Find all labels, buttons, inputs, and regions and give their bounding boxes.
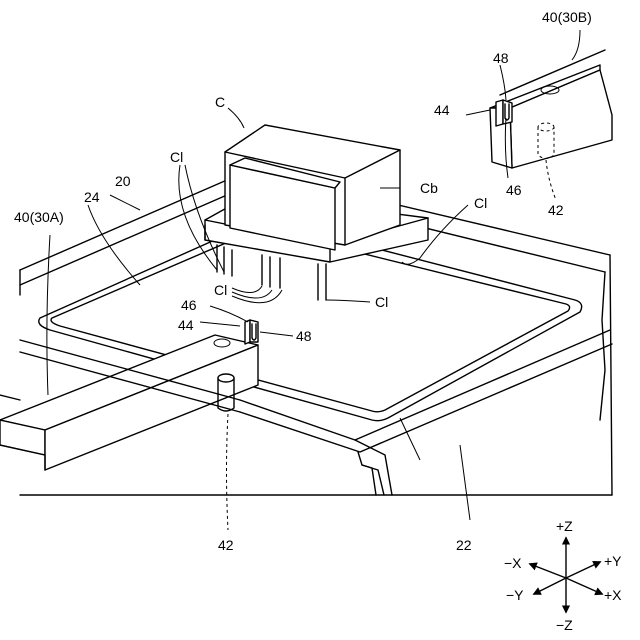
- label-46-left: 46: [181, 297, 197, 313]
- axis-label-nx: −X: [504, 555, 522, 571]
- label-48-right: 48: [493, 50, 509, 66]
- clip-left: [245, 320, 258, 344]
- clip-right: [496, 100, 512, 126]
- label-22: 22: [456, 537, 472, 553]
- label-40b: 40(30B): [542, 9, 592, 25]
- label-46-right: 46: [506, 182, 522, 198]
- component-c: [205, 125, 428, 262]
- axis-label-pz: +Z: [556, 518, 573, 534]
- front-wall: [240, 330, 612, 495]
- label-cl-left: Cl: [170, 149, 183, 165]
- label-cl-mid: Cl: [214, 282, 227, 298]
- label-42-left: 42: [218, 537, 234, 553]
- label-c: C: [215, 94, 225, 110]
- label-cl-right-top: Cl: [474, 195, 487, 211]
- axis-label-ny: −Y: [506, 587, 524, 603]
- label-24: 24: [84, 189, 100, 205]
- label-40a: 40(30A): [14, 209, 64, 225]
- label-44-right: 44: [434, 102, 450, 118]
- label-20: 20: [115, 173, 131, 189]
- axis-indicator: +Z −Z −X +X +Y −Y: [504, 518, 622, 633]
- label-48-left: 48: [296, 328, 312, 344]
- label-cl-bottom: Cl: [375, 294, 388, 310]
- label-42-right: 42: [548, 202, 564, 218]
- label-cb: Cb: [420, 180, 438, 196]
- label-44-left: 44: [178, 317, 194, 333]
- beam-left: [0, 335, 258, 470]
- axis-label-nz: −Z: [556, 617, 573, 633]
- axis-label-px: +X: [604, 587, 622, 603]
- axis-label-py: +Y: [604, 553, 622, 569]
